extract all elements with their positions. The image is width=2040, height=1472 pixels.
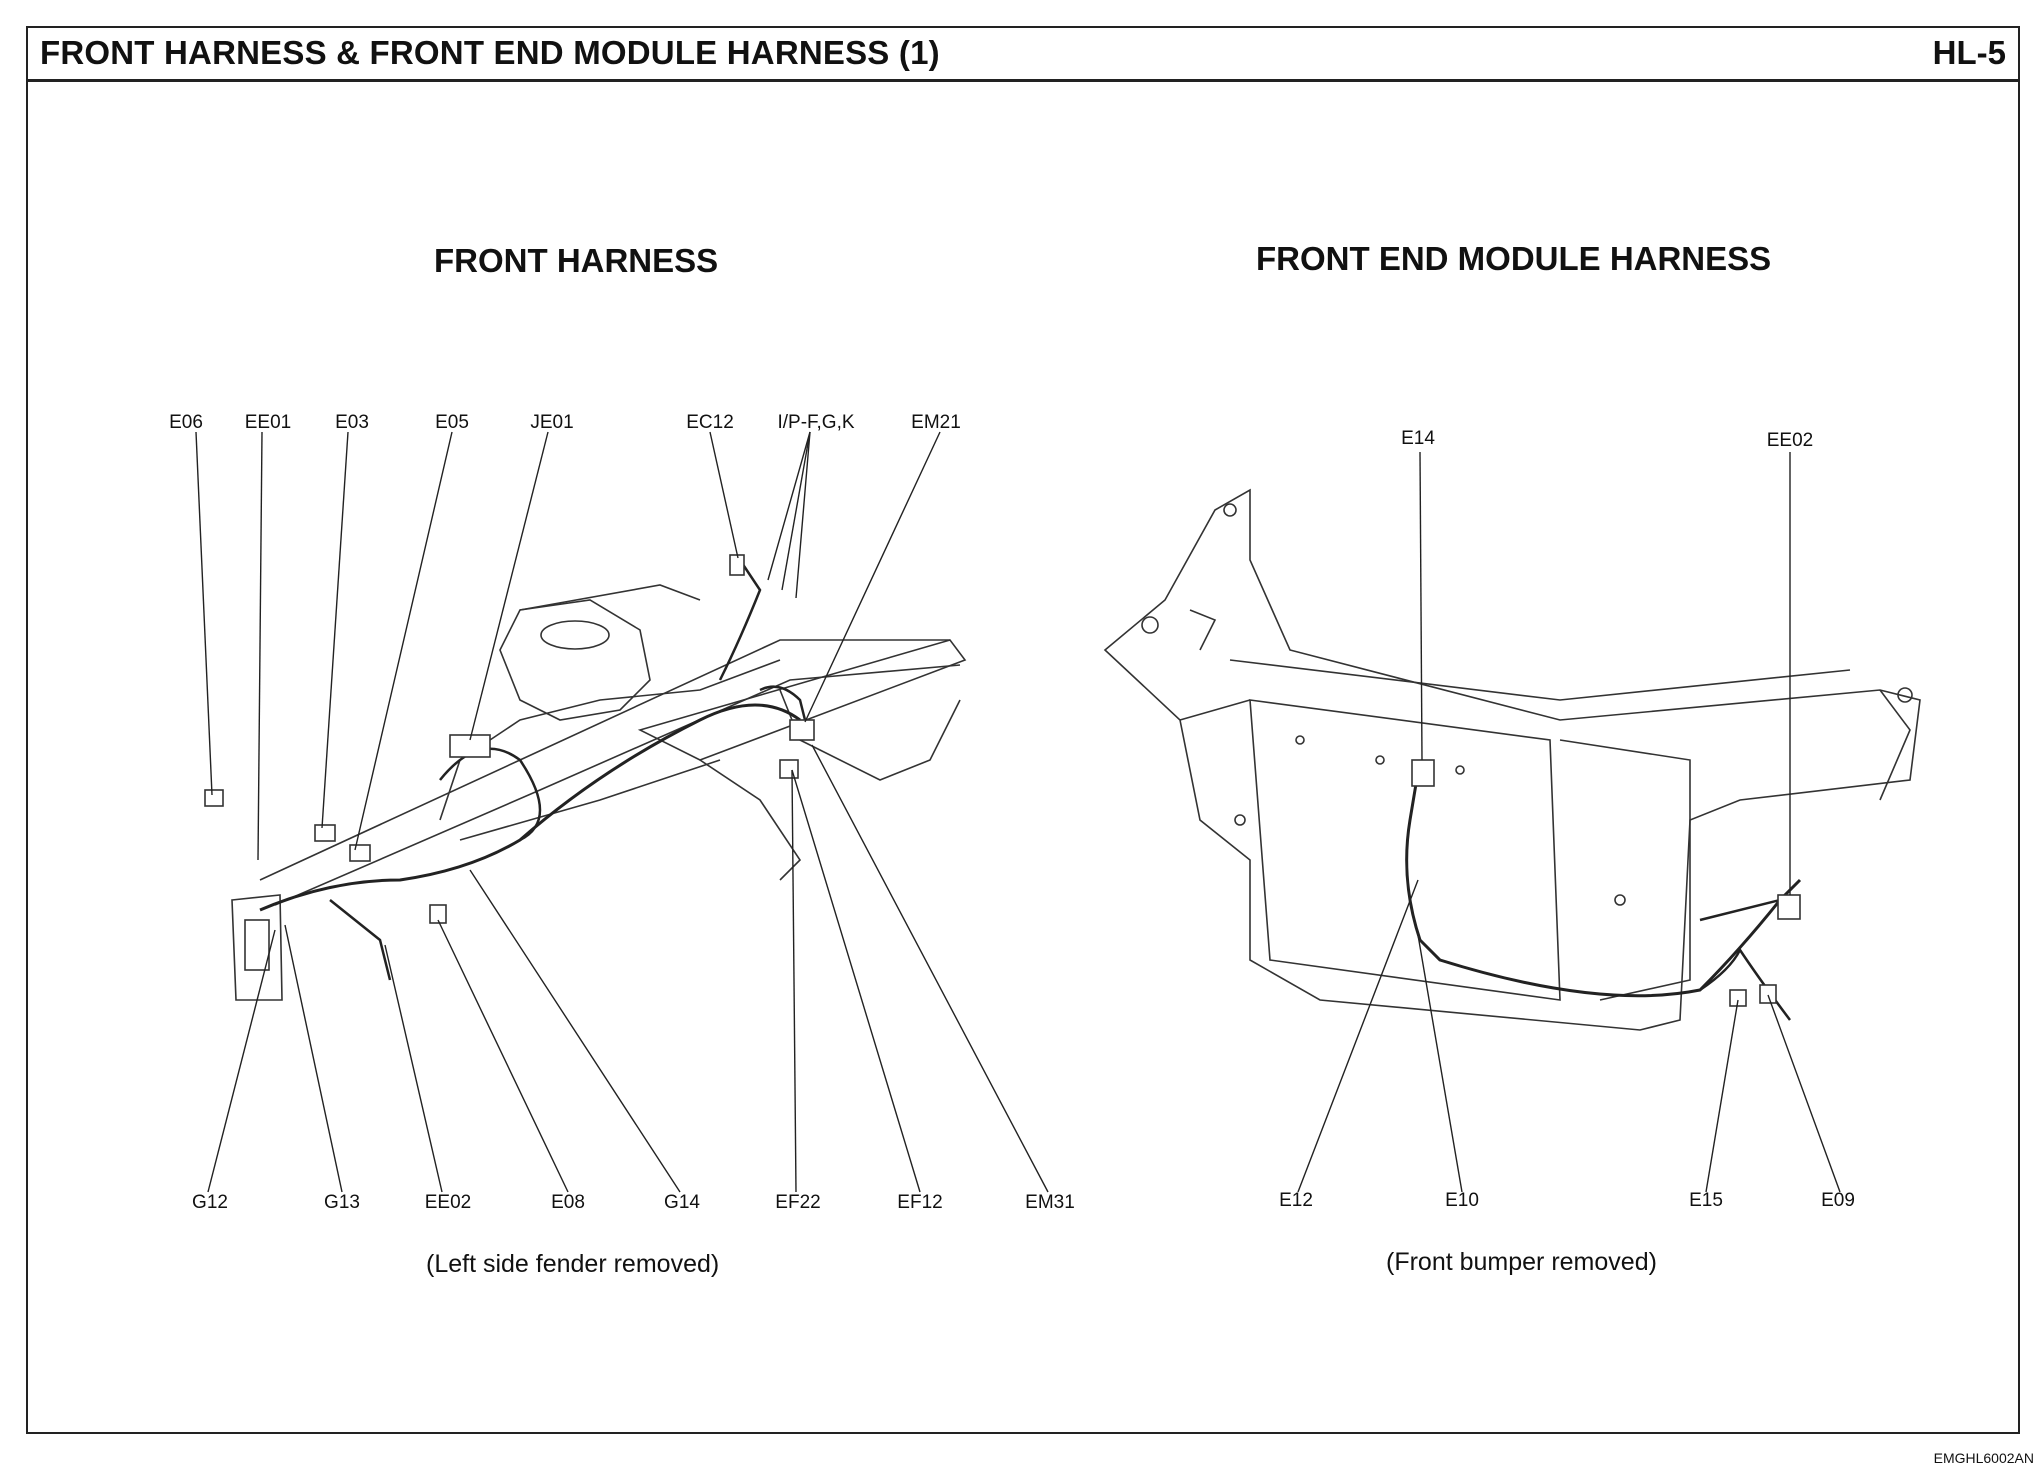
label-e05: E05: [435, 412, 469, 433]
label-e06: E06: [169, 412, 203, 433]
label-e15: E15: [1689, 1190, 1723, 1211]
front-end-module-drawing: [1103, 488, 1921, 1031]
page-title: FRONT HARNESS & FRONT END MODULE HARNESS…: [40, 34, 940, 71]
label-e12: E12: [1279, 1190, 1313, 1211]
label-ef22: EF22: [775, 1192, 821, 1213]
label-em31: EM31: [1025, 1192, 1075, 1213]
front-harness-drawing: [204, 554, 967, 1001]
label-ec12: EC12: [686, 412, 734, 433]
label-ee01: EE01: [244, 412, 292, 433]
front-harness-caption: (Left side fender removed): [426, 1250, 720, 1278]
label-e09: E09: [1821, 1190, 1855, 1211]
front-harness-title: FRONT HARNESS: [434, 242, 719, 279]
label-e08: E08: [551, 1192, 585, 1213]
label-ef12: EF12: [897, 1192, 943, 1213]
label-je01: JE01: [530, 412, 574, 433]
page-code: HL-5: [1932, 34, 2006, 71]
label-e03: E03: [335, 412, 369, 433]
label-ip-fgk: I/P-F,G,K: [777, 412, 855, 433]
front-end-module-harness-title: FRONT END MODULE HARNESS: [1256, 240, 1772, 277]
front-end-module-caption: (Front bumper removed): [1386, 1248, 1657, 1276]
header-bar: FRONT HARNESS & FRONT END MODULE HARNESS…: [26, 26, 2020, 82]
label-e10: E10: [1445, 1190, 1479, 1211]
label-e14: E14: [1401, 428, 1435, 449]
label-g12: G12: [192, 1192, 228, 1213]
label-g13: G13: [324, 1192, 360, 1213]
label-g14: G14: [664, 1192, 700, 1213]
leader-lines: [195, 431, 1841, 1193]
image-id: EMGHL6002AN: [1933, 1450, 2034, 1466]
page-frame: [26, 26, 2020, 1434]
label-ee02-module: EE02: [1766, 430, 1814, 451]
label-em21: EM21: [911, 412, 961, 433]
label-ee02: EE02: [424, 1192, 472, 1213]
